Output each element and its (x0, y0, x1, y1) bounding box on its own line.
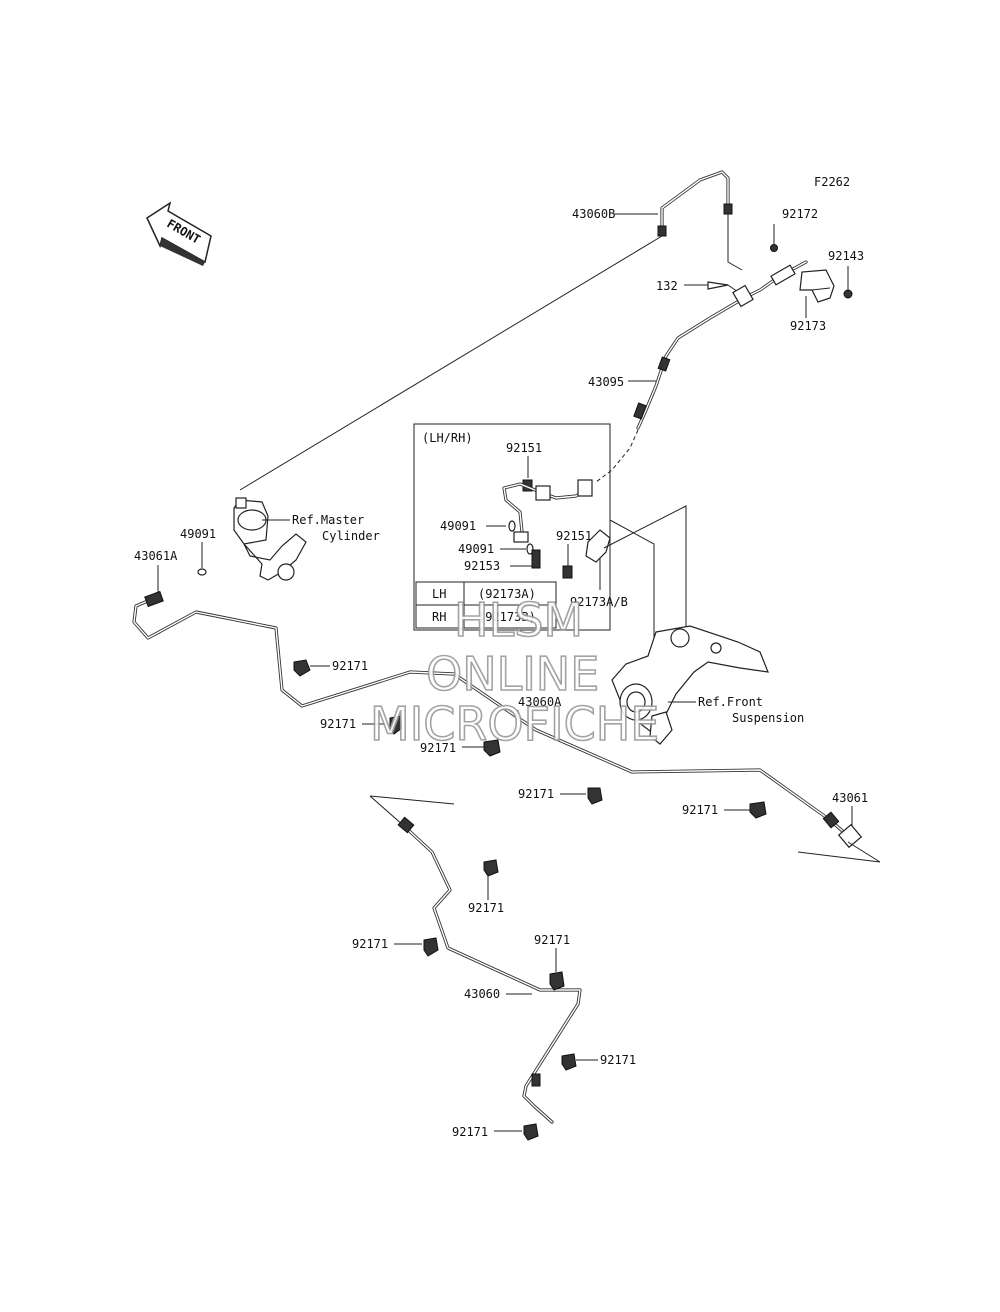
callout-43061a: 43061A (134, 549, 178, 563)
callout-49091-a: 49091 (440, 519, 476, 533)
callout-49091-b: 49091 (458, 542, 494, 556)
ref-master-cylinder-line2: Cylinder (322, 529, 380, 543)
callout-92171-7: 92171 (352, 937, 388, 951)
brake-pipe-43060a (132, 590, 863, 849)
callout-43061: 43061 (832, 791, 868, 805)
clip-92171-a (293, 659, 311, 677)
watermark-line-2: ONLINE (426, 647, 599, 701)
callout-132: 132 (656, 279, 678, 293)
callout-49091-c: 49091 (180, 527, 216, 541)
callout-92151-b: 92151 (556, 529, 592, 543)
callout-92171-10: 92171 (452, 1125, 488, 1139)
callout-92171-4: 92171 (518, 787, 554, 801)
front-suspension-knuckle (611, 625, 769, 745)
callout-92171-5: 92171 (682, 803, 718, 817)
brake-pipe-43060b (657, 170, 733, 237)
detail-box-title: (LH/RH) (422, 431, 473, 445)
table-part-rh: (92173B) (478, 610, 536, 624)
callout-92153: 92153 (464, 559, 500, 573)
callout-92173ab: 92173A/B (570, 595, 628, 609)
callout-92171-8: 92171 (534, 933, 570, 947)
callout-92171-9: 92171 (600, 1053, 636, 1067)
watermark-line-1: HLSM (454, 593, 583, 647)
callout-43060b: 43060B (572, 207, 615, 221)
bracket-92173 (799, 269, 835, 303)
callout-92171-2: 92171 (320, 717, 356, 731)
watermark-line-3: MICROFICHE (370, 697, 659, 751)
callout-43060a: 43060A (518, 695, 562, 709)
callout-92171-1: 92171 (332, 659, 368, 673)
table-part-lh: (92173A) (478, 587, 536, 601)
table-side-rh: RH (432, 610, 446, 624)
master-cylinder (233, 497, 307, 581)
callout-92173: 92173 (790, 319, 826, 333)
detail-box-lh-rh: (LH/RH) 92151 49091 49091 92153 92151 LH… (413, 423, 611, 631)
callout-92171-3: 92171 (420, 741, 456, 755)
brake-pipe-43060 (397, 816, 582, 1124)
callout-92143: 92143 (828, 249, 864, 263)
ref-front-suspension-line2: Suspension (732, 711, 804, 725)
callout-43060: 43060 (464, 987, 500, 1001)
ref-front-suspension-line1: Ref.Front (698, 695, 763, 709)
callout-92151-a: 92151 (506, 441, 542, 455)
figure-code: F2262 (814, 175, 850, 189)
callout-92171-6: 92171 (468, 901, 504, 915)
watermark: HLSM ONLINE MICROFICHE (369, 592, 660, 752)
table-side-lh: LH (432, 587, 446, 601)
front-arrow-icon: FRONT (146, 201, 212, 266)
ref-master-cylinder-line1: Ref.Master (292, 513, 364, 527)
brake-hose-43095 (595, 260, 808, 483)
callout-43095: 43095 (588, 375, 624, 389)
callout-92172: 92172 (782, 207, 818, 221)
